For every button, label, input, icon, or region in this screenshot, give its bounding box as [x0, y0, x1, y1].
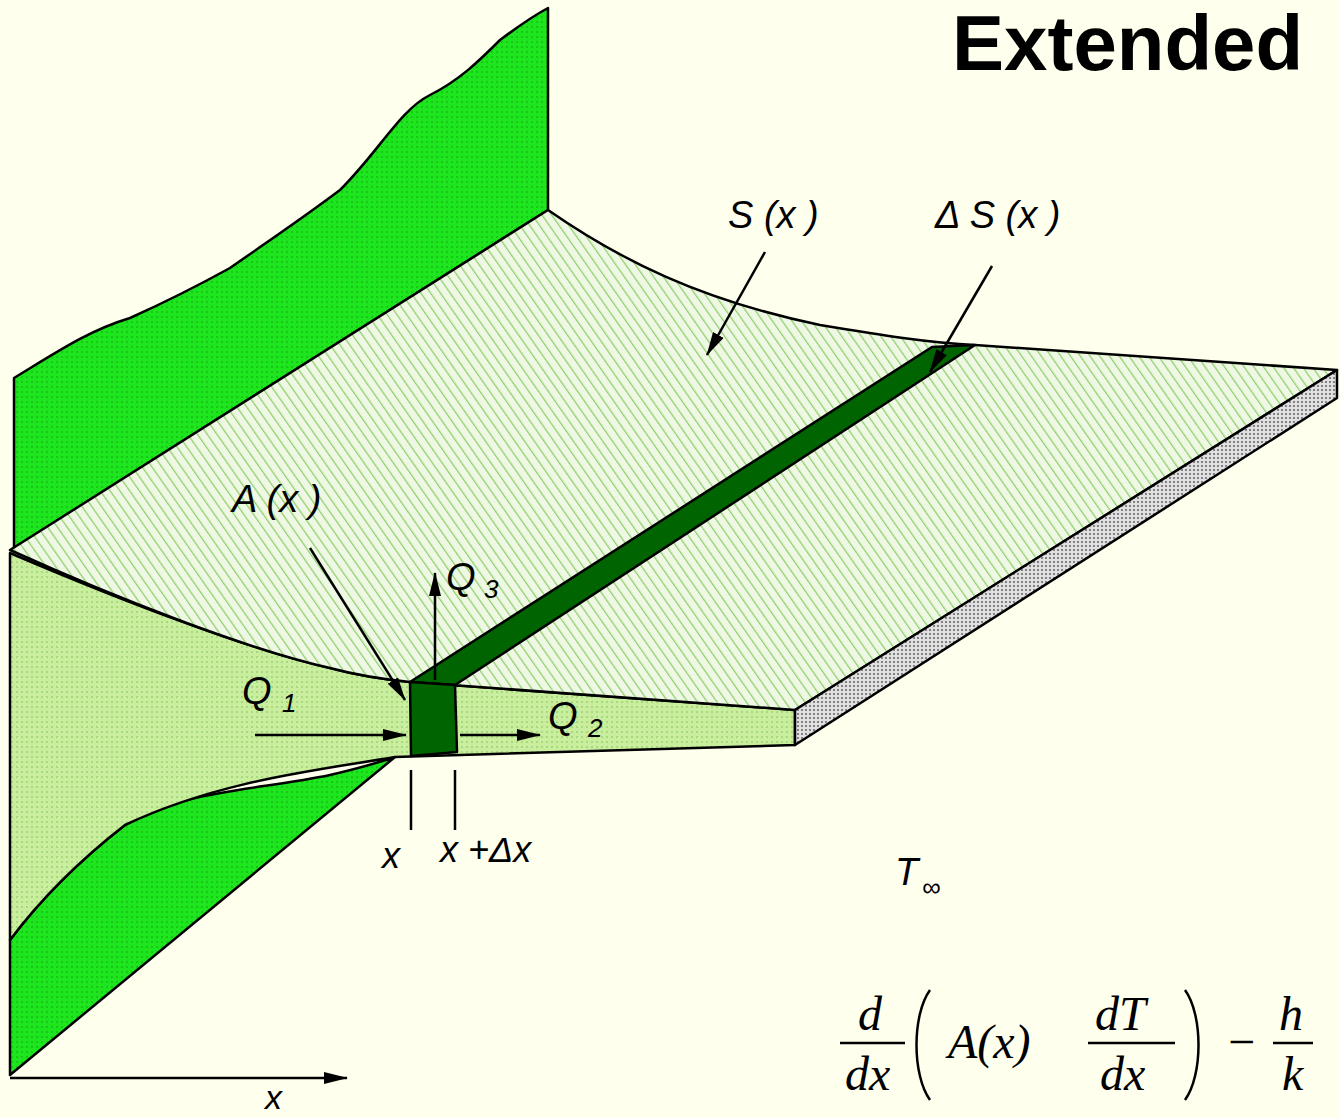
position-label: x +Δx — [440, 832, 531, 868]
tick-x — [410, 770, 413, 830]
equation-term: dx — [1100, 1050, 1145, 1098]
fraction-bar — [840, 1042, 905, 1045]
part-label: Δ S (x ) — [935, 196, 1060, 234]
subscript: 1 — [282, 690, 296, 716]
x-axis — [10, 1077, 347, 1080]
part-label: S (x ) — [728, 196, 819, 234]
part-label: A (x ) — [232, 480, 321, 518]
position-label: x — [382, 838, 400, 874]
q3-arrow — [434, 573, 437, 680]
equation-term: k — [1282, 1050, 1303, 1098]
flux-symbol: Q — [242, 672, 272, 710]
tick-xdx — [454, 770, 457, 830]
fin-top-surface — [10, 210, 1337, 710]
temperature-symbol: T — [895, 853, 918, 891]
equation-term: d — [858, 990, 882, 1038]
q2-arrow — [460, 734, 540, 737]
element-strip — [410, 345, 975, 685]
equation-term: dx — [845, 1050, 890, 1098]
equation-term: − — [1225, 1018, 1257, 1066]
leader-s — [707, 252, 765, 355]
slide-title: Extended — [952, 4, 1303, 82]
leader-a — [310, 548, 405, 700]
paren-left — [917, 990, 931, 1100]
arrows — [10, 252, 992, 1078]
subscript: 3 — [484, 576, 498, 602]
element-face — [410, 682, 457, 756]
equation-marks — [840, 990, 1313, 1100]
subscript: ∞ — [922, 874, 941, 900]
fraction-bar — [1273, 1042, 1313, 1045]
equation-term: dT — [1095, 990, 1146, 1038]
fin-tip-face — [795, 370, 1337, 745]
equation-term: A(x) — [948, 1018, 1031, 1066]
equation-term: h — [1279, 990, 1303, 1038]
paren-right — [1185, 990, 1199, 1100]
fin-drawing — [10, 8, 1337, 1075]
subscript: 2 — [588, 715, 602, 741]
axis-label: x — [265, 1080, 282, 1114]
flux-symbol: Q — [446, 558, 476, 596]
leader-ds — [930, 266, 992, 372]
fraction-bar — [1088, 1042, 1175, 1045]
q1-arrow — [255, 734, 406, 737]
flux-symbol: Q — [548, 697, 578, 735]
